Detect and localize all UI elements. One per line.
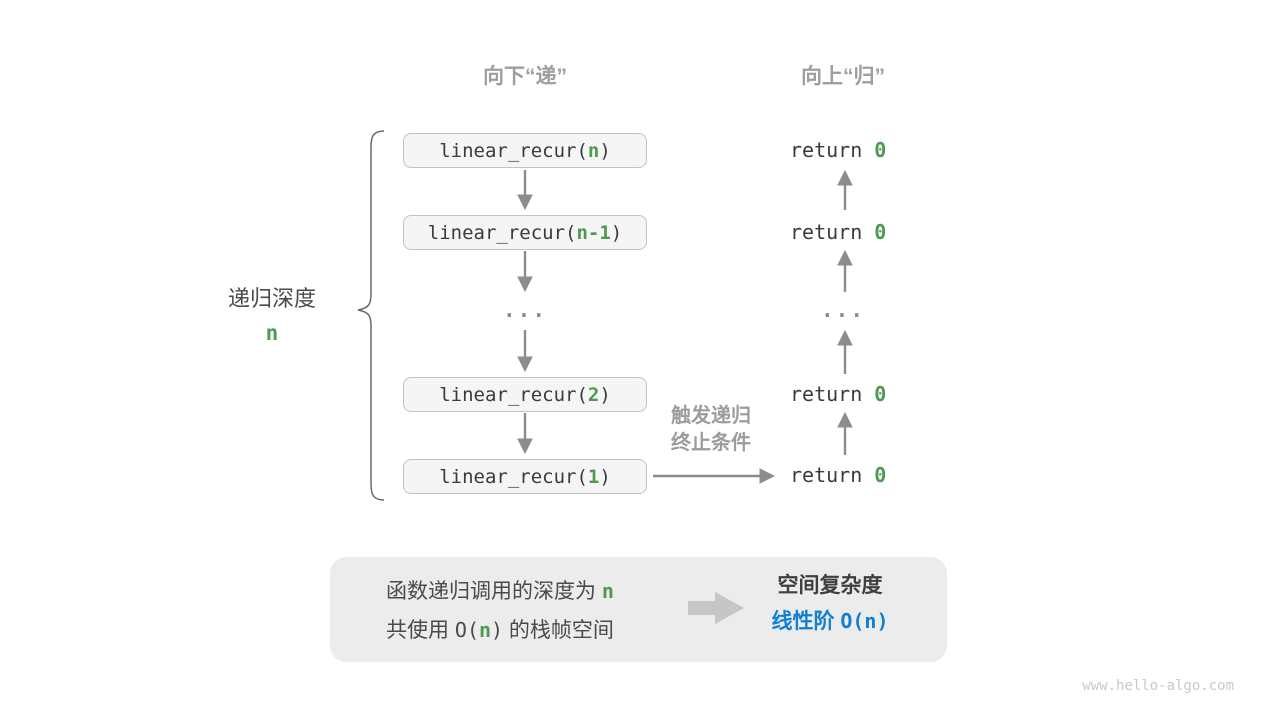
call-box-n: linear_recur(n) xyxy=(403,133,647,168)
code-prefix: linear_recur( xyxy=(439,465,588,488)
column-header-ascend: 向上“归” xyxy=(801,65,885,88)
summary-panel: 函数递归调用的深度为 n 共使用 O(n) 的栈帧空间 空间复杂度 线性阶 O(… xyxy=(330,557,947,662)
code-suffix: ) xyxy=(599,383,611,406)
code-suffix: ) xyxy=(610,221,623,244)
trigger-line1: 触发递归 xyxy=(671,405,751,427)
summary-line2-a: 共使用 xyxy=(386,619,455,642)
return-value: 0 xyxy=(874,382,887,406)
trigger-condition-label: 触发递归 终止条件 xyxy=(671,403,751,457)
call-box-n-1: linear_recur(n-1) xyxy=(403,215,647,250)
watermark: www.hello-algo.com xyxy=(1082,678,1234,694)
brace-icon xyxy=(357,130,385,501)
block-arrow-icon xyxy=(688,592,744,624)
summary-line2-b: 的栈帧空间 xyxy=(503,619,614,642)
code-arg: n-1 xyxy=(576,221,611,244)
summary-line2-var: n xyxy=(479,618,492,642)
summary-line2-code-close: ) xyxy=(491,618,504,642)
return-value: 0 xyxy=(874,220,887,244)
return-statement: return 0 xyxy=(790,462,886,488)
return-statement: return 0 xyxy=(790,137,886,163)
code-suffix: ) xyxy=(599,139,611,162)
summary-line1: 函数递归调用的深度为 n xyxy=(345,572,655,611)
summary-text: 函数递归调用的深度为 n 共使用 O(n) 的栈帧空间 xyxy=(345,572,655,650)
depth-value: n xyxy=(265,321,279,345)
depth-label-text: 递归深度 xyxy=(227,286,317,311)
return-keyword: return xyxy=(790,463,875,487)
space-complexity-block: 空间复杂度 线性阶 O(n) xyxy=(720,573,940,635)
summary-line1-text: 函数递归调用的深度为 xyxy=(386,580,602,603)
code-arg: 1 xyxy=(587,465,600,488)
space-complexity-result: 线性阶 O(n) xyxy=(720,608,940,635)
return-keyword: return xyxy=(790,138,875,162)
return-keyword: return xyxy=(790,382,875,406)
summary-line2: 共使用 O(n) 的栈帧空间 xyxy=(345,611,655,650)
code-prefix: linear_recur( xyxy=(439,383,588,406)
column-header-descend: 向下“递” xyxy=(483,65,567,88)
return-statement: return 0 xyxy=(790,381,886,407)
code-arg: n xyxy=(587,139,600,162)
return-keyword: return xyxy=(790,220,875,244)
call-box-1: linear_recur(1) xyxy=(403,459,647,494)
trigger-line2: 终止条件 xyxy=(671,432,751,454)
return-statement: return 0 xyxy=(790,219,886,245)
result-code: O(n) xyxy=(840,609,889,633)
summary-line2-code-open: O( xyxy=(454,618,479,642)
return-value: 0 xyxy=(874,463,887,487)
code-suffix: ) xyxy=(599,465,611,488)
result-cn: 线性阶 xyxy=(771,610,841,633)
call-box-2: linear_recur(2) xyxy=(403,377,647,412)
depth-label: 递归深度 n xyxy=(228,281,316,345)
code-prefix: linear_recur( xyxy=(427,221,577,244)
call-stack-ellipsis: ... xyxy=(503,298,547,322)
summary-line1-var: n xyxy=(601,579,614,603)
code-arg: 2 xyxy=(587,383,600,406)
space-complexity-title: 空间复杂度 xyxy=(777,574,883,597)
return-ellipsis: ... xyxy=(821,298,865,322)
return-value: 0 xyxy=(874,138,887,162)
code-prefix: linear_recur( xyxy=(439,139,588,162)
